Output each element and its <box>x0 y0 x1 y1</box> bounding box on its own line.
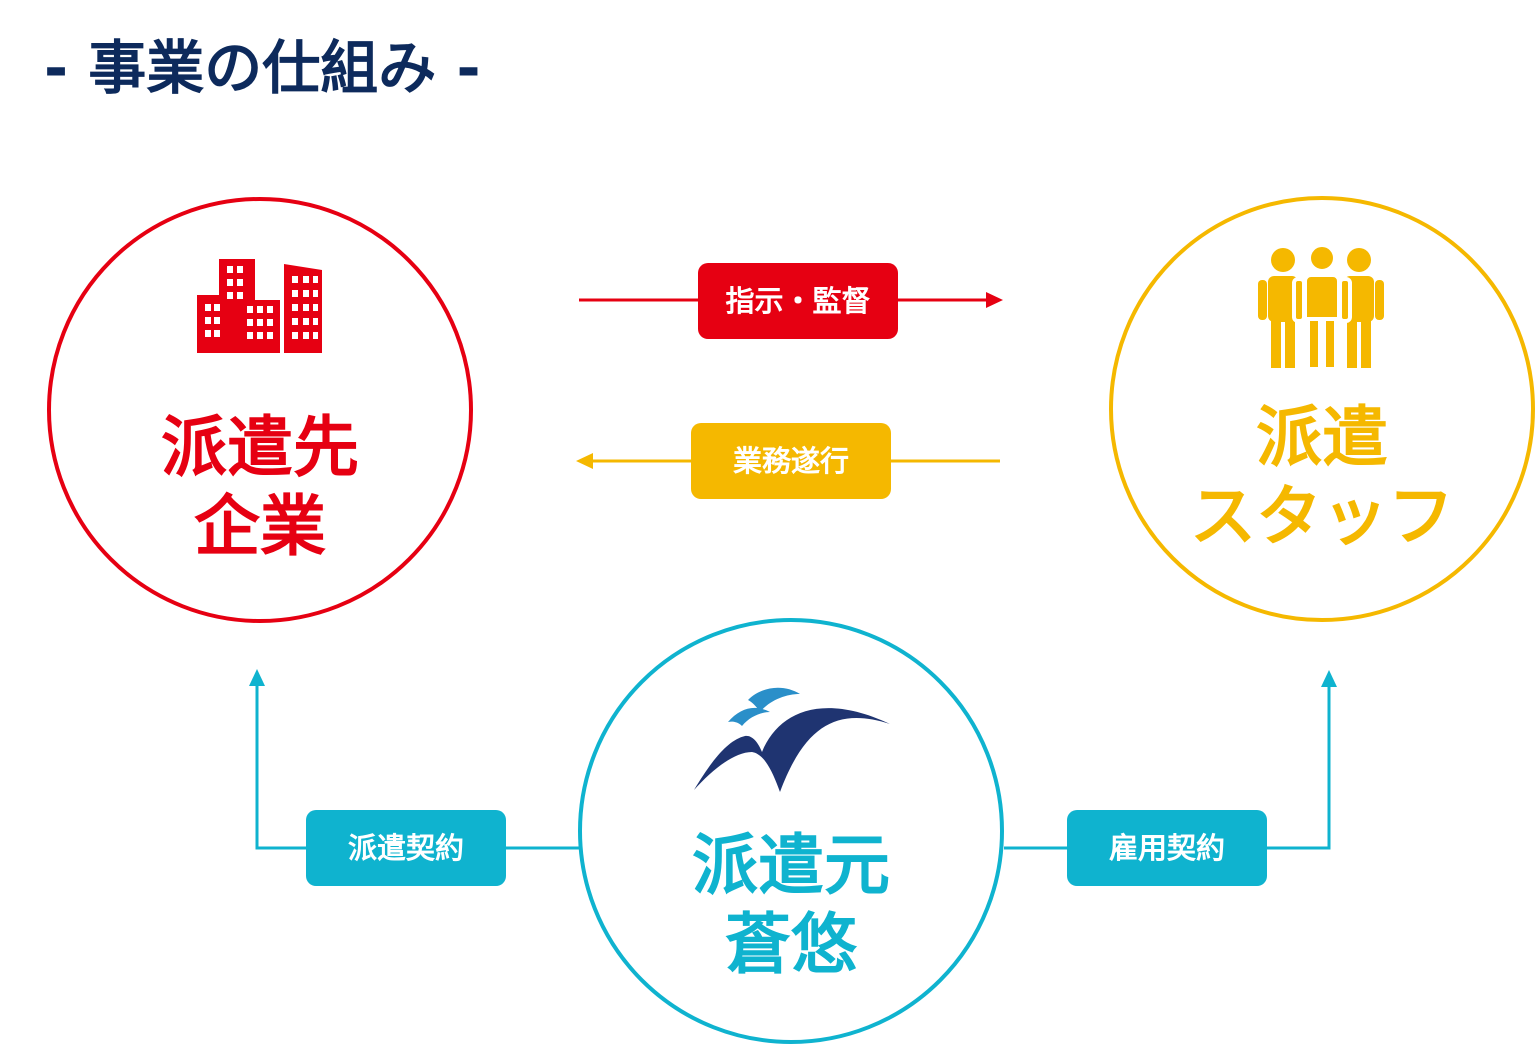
office-building-icon <box>197 259 322 353</box>
people-group-icon <box>1258 243 1384 371</box>
employment-contract-pill: 雇用契約 <box>1067 810 1267 886</box>
dispatch-staff-label-line1: 派遣 <box>1256 399 1388 476</box>
agency-circle <box>578 618 1004 1044</box>
client-company-label: 派遣先 企業 <box>110 408 410 566</box>
seagull-logo-icon <box>694 687 890 792</box>
work-execution-pill: 業務遂行 <box>691 423 891 499</box>
work-arrowhead <box>576 453 593 469</box>
dispatch-staff-label-line2: スタッフ <box>1190 478 1454 556</box>
dispatch-staff-label: 派遣 スタッフ <box>1162 398 1482 556</box>
instruction-arrowhead <box>986 292 1003 308</box>
instruction-supervision-pill: 指示・監督 <box>698 263 898 339</box>
client-company-label-line2: 企業 <box>194 488 326 566</box>
page-title: - 事業の仕組み - <box>44 34 481 102</box>
employment-contract-arrowhead <box>1321 670 1337 687</box>
dispatch-staff-circle <box>1109 196 1535 622</box>
client-company-circle <box>47 197 473 623</box>
agency-label: 派遣元 蒼悠 <box>641 826 941 984</box>
agency-label-line2: 蒼悠 <box>725 906 857 984</box>
agency-label-line1: 派遣元 <box>692 827 890 904</box>
dispatch-contract-pill: 派遣契約 <box>306 810 506 886</box>
dispatch-contract-arrowhead <box>249 669 265 686</box>
client-company-label-line1: 派遣先 <box>161 409 359 486</box>
